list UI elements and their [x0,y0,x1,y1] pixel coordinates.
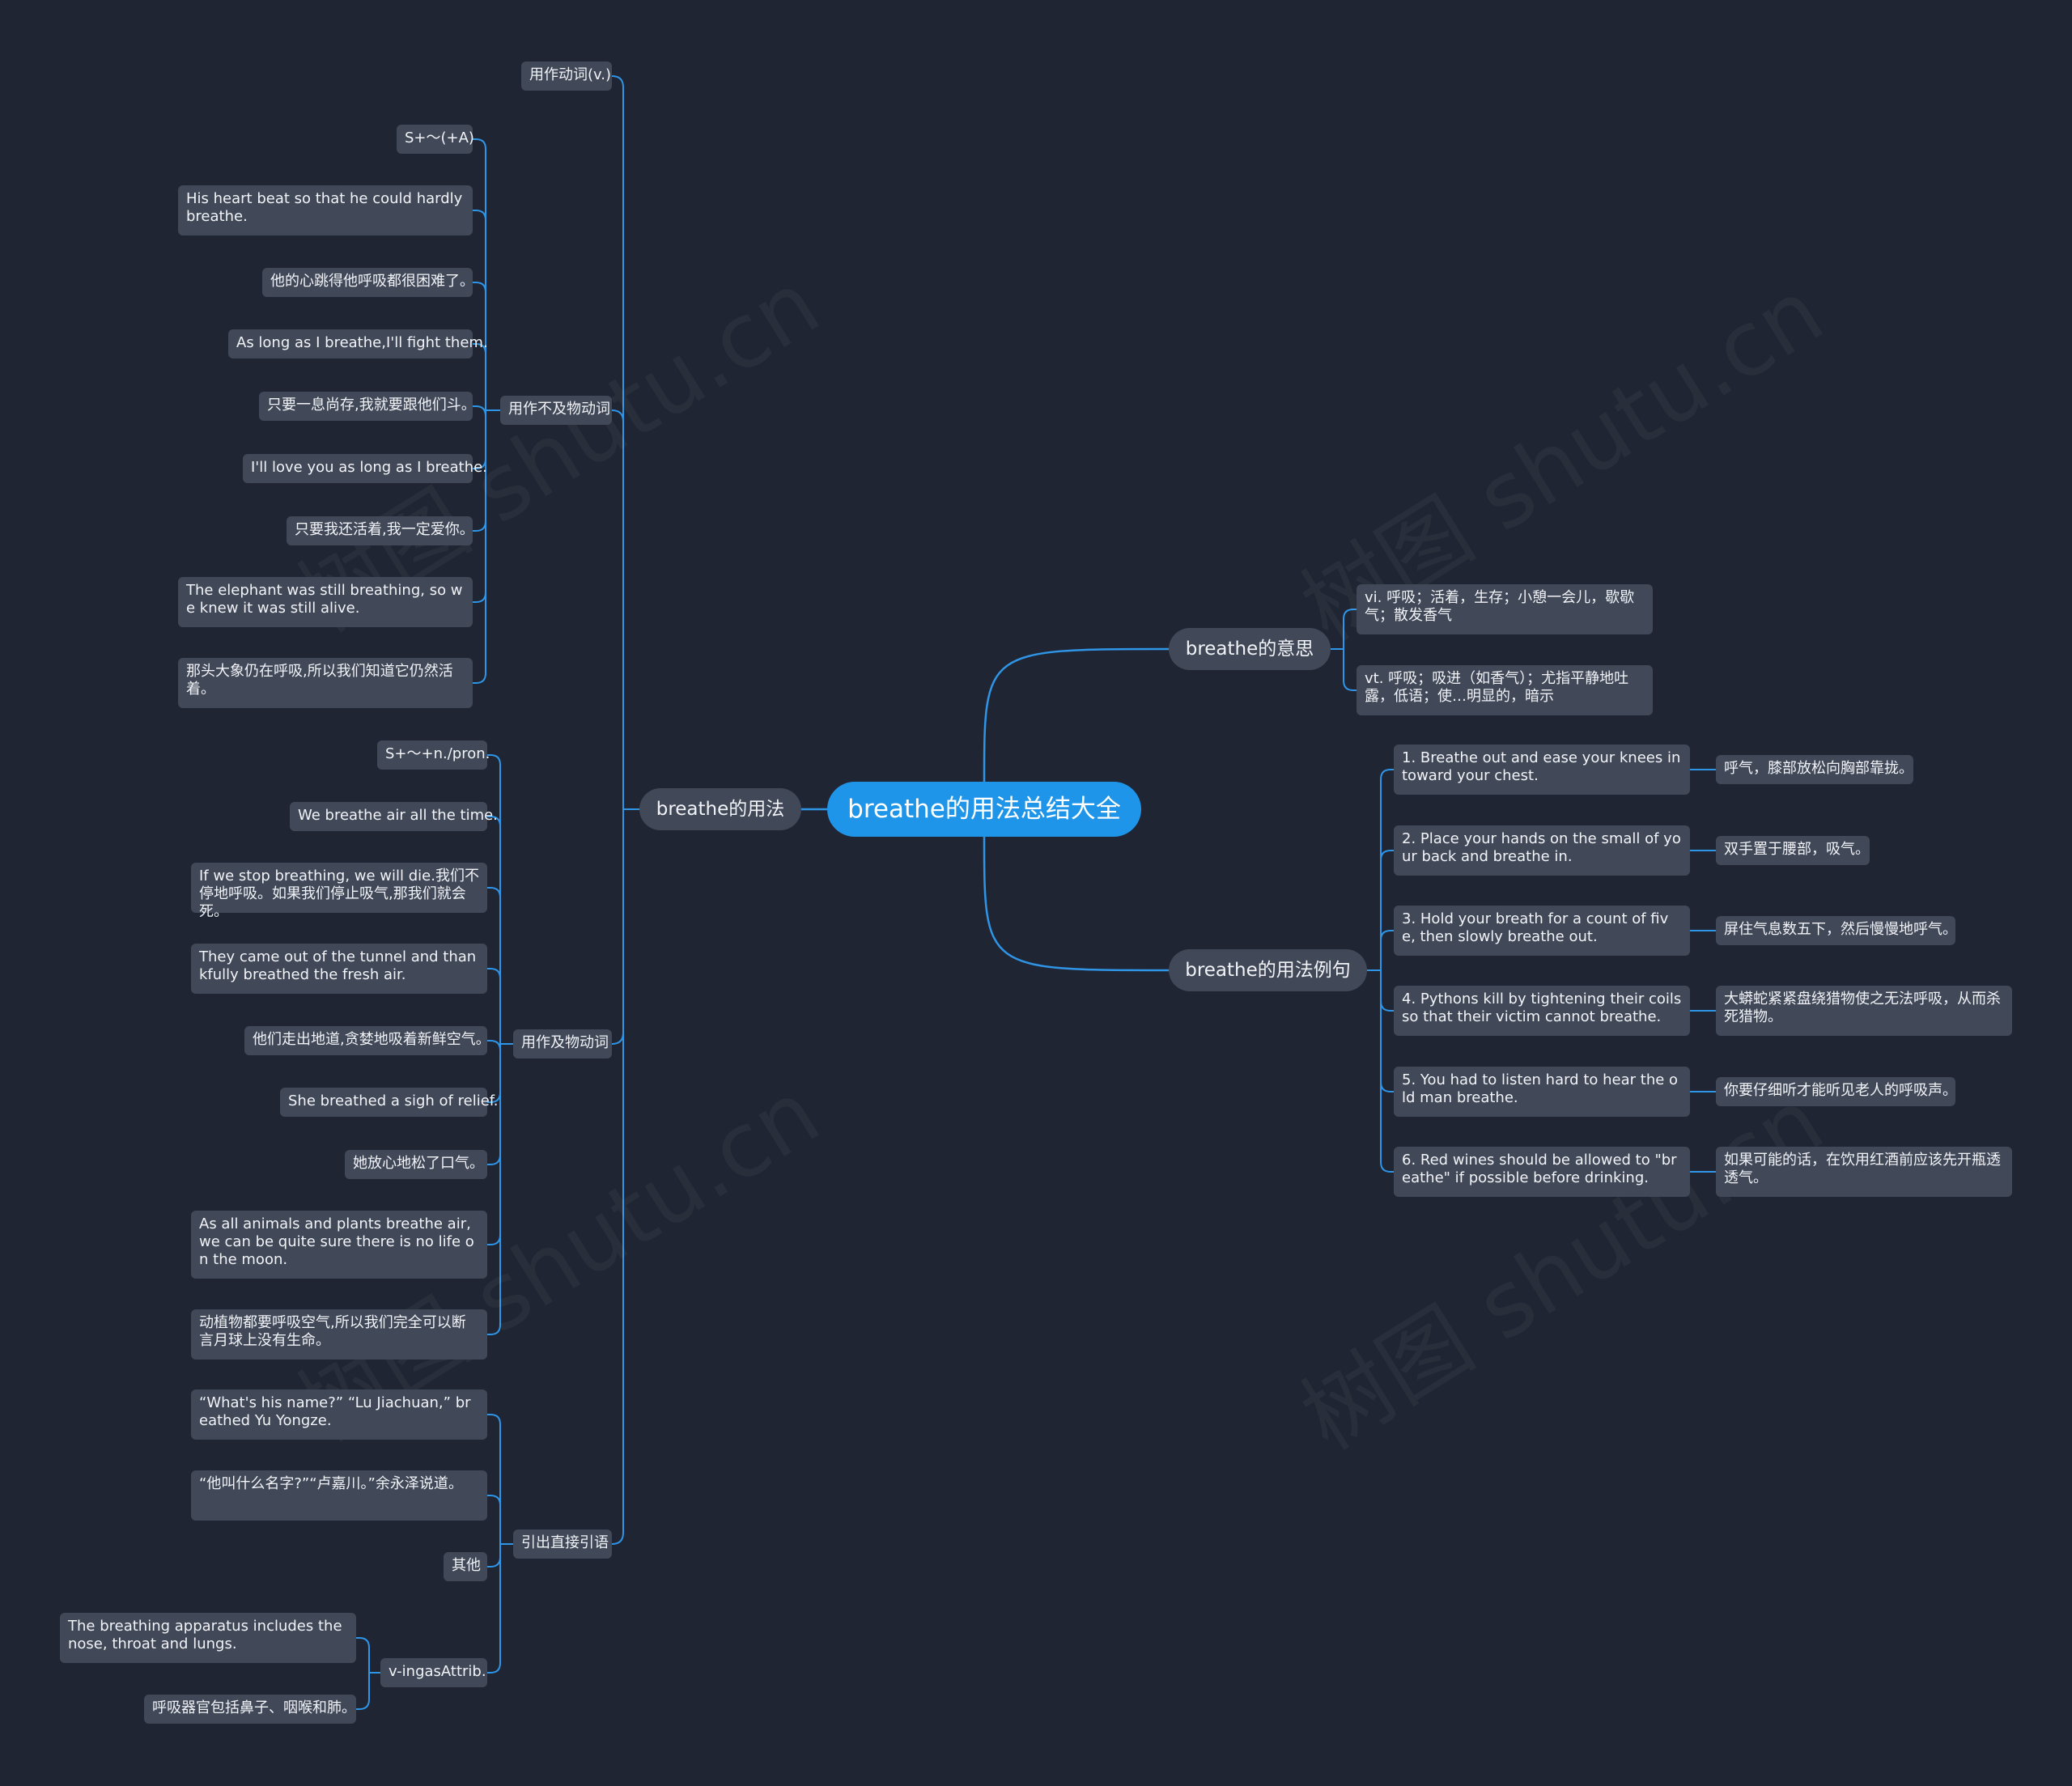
transitive-item[interactable]: We breathe air all the time. [290,802,498,831]
connector [356,1673,370,1710]
connector [1343,609,1357,649]
example-en[interactable]: 2. Place your hands on the small of your… [1394,825,1690,876]
branch-usage[interactable]: breathe的用法 [639,788,801,830]
intransitive-item[interactable]: S+～(+A) [397,125,474,154]
transitive-item[interactable]: They came out of the tunnel and thankful… [191,944,487,994]
connector [356,1637,370,1673]
intransitive-item[interactable]: 他的心跳得他呼吸都很困难了。 [262,268,474,297]
connector [473,210,486,410]
example-zh[interactable]: 屏住气息数五下，然后慢慢地呼气。 [1716,916,1957,945]
connector [1380,970,1394,1012]
usage-v-ing-attrib[interactable]: v-ingasAttrib. [380,1658,487,1687]
quote-item[interactable]: 其他 [444,1552,487,1581]
connector [983,647,1170,783]
meaning-item[interactable]: vt. 呼吸；吸进（如香气）；尤指平静地吐露，低语；使…明显的，暗示 [1357,665,1653,715]
example-en[interactable]: 5. You had to listen hard to hear the ol… [1394,1067,1690,1117]
connector [1380,930,1394,970]
example-en[interactable]: 4. Pythons kill by tightening their coil… [1394,986,1690,1036]
connector [611,809,624,1545]
meaning-item[interactable]: vi. 呼吸；活着，生存；小憩一会儿，歇歇气；散发香气 [1357,584,1653,634]
transitive-item[interactable]: 他们走出地道,贪婪地吸着新鲜空气。 [244,1026,490,1055]
intransitive-item[interactable]: 那头大象仍在呼吸,所以我们知道它仍然活着。 [178,658,473,708]
usage-intransitive[interactable]: 用作不及物动词 [500,396,612,425]
connector [487,816,501,1044]
usage-verb[interactable]: 用作动词(v.) [521,62,612,91]
intransitive-item[interactable]: I'll love you as long as I breathe. [243,454,487,483]
example-zh[interactable]: 你要仔细听才能听见老人的呼吸声。 [1716,1077,1957,1106]
connector [1380,970,1394,1173]
intransitive-item[interactable]: As long as I breathe,I'll fight them. [228,329,488,358]
transitive-item[interactable]: 她放心地松了口气。 [345,1150,487,1179]
example-en[interactable]: 3. Hold your breath for a count of five,… [1394,906,1690,956]
connector [611,75,624,809]
connector [1380,970,1394,1092]
intransitive-item[interactable]: The elephant was still breathing, so we … [178,577,473,627]
example-zh[interactable]: 呼气，膝部放松向胸部靠拢。 [1716,755,1913,784]
connector [611,809,624,1045]
connector [983,836,1170,972]
connector [473,343,486,410]
connector [1380,769,1394,970]
connector [473,282,486,410]
example-zh[interactable]: 大蟒蛇紧紧盘绕猎物使之无法呼吸，从而杀死猎物。 [1716,986,2012,1036]
connector [1380,850,1394,970]
connector [487,1414,501,1544]
v-ing-item[interactable]: 呼吸器官包括鼻子、咽喉和肺。 [144,1695,356,1724]
connector [487,1544,501,1674]
quote-item[interactable]: “What's his name?” “Lu Jiachuan,” breath… [191,1389,487,1440]
connector [487,754,501,1044]
connector [487,1044,501,1335]
transitive-item[interactable]: She breathed a sigh of relief. [280,1088,499,1117]
branch-meaning[interactable]: breathe的意思 [1169,628,1331,670]
v-ing-item[interactable]: The breathing apparatus includes the nos… [60,1613,356,1663]
transitive-item[interactable]: As all animals and plants breathe air, w… [191,1211,487,1279]
connector [487,1544,501,1568]
example-zh[interactable]: 如果可能的话，在饮用红酒前应该先开瓶透透气。 [1716,1147,2012,1197]
connector [487,968,501,1044]
connector [473,410,486,684]
transitive-item[interactable]: If we stop breathing, we will die.我们不停地呼… [191,863,487,920]
transitive-item[interactable]: 动植物都要呼吸空气,所以我们完全可以断言月球上没有生命。 [191,1309,487,1360]
example-en[interactable]: 6. Red wines should be allowed to "breat… [1394,1147,1690,1197]
example-en[interactable]: 1. Breathe out and ease your knees in to… [1394,745,1690,795]
connector [487,1044,501,1245]
transitive-item[interactable]: S+～+n./pron. [377,740,490,770]
usage-transitive[interactable]: 用作及物动词 [513,1029,612,1058]
connector [473,138,486,410]
usage-direct-quote[interactable]: 引出直接引语 [513,1529,612,1559]
connector [473,410,486,603]
intransitive-item[interactable]: 只要一息尚存,我就要跟他们斗。 [259,392,476,421]
connector [487,887,501,1044]
quote-item[interactable]: “他叫什么名字?”“卢嘉川。”余永泽说道。 [191,1470,487,1521]
intransitive-item[interactable]: His heart beat so that he could hardly b… [178,185,473,235]
branch-examples[interactable]: breathe的用法例句 [1169,949,1367,991]
connector [1343,649,1357,691]
intransitive-item[interactable]: 只要我还活着,我一定爱你。 [287,516,474,545]
example-zh[interactable]: 双手置于腰部，吸气。 [1716,836,1870,865]
root-topic[interactable]: breathe的用法总结大全 [827,782,1141,837]
connector [611,409,624,809]
connector [487,1495,501,1544]
